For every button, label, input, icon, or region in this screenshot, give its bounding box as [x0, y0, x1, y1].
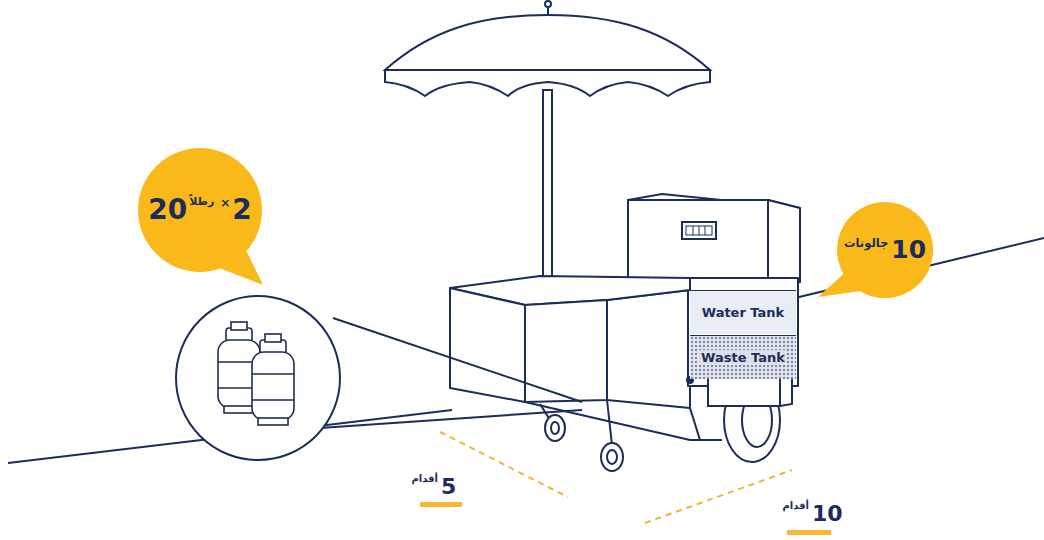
wheels — [601, 443, 623, 471]
text-row: 10جالونات — [844, 238, 926, 263]
dimension-underlines — [787, 530, 831, 535]
umbrella — [385, 15, 710, 70]
food-warmer — [768, 200, 800, 290]
tank-label: Waste Tank — [699, 350, 787, 365]
unit-text: × — [220, 197, 230, 209]
food-warmer — [705, 226, 706, 235]
dimension-underlines — [420, 502, 462, 507]
dimension-underlines — [420, 502, 831, 535]
dimension-unit: أقدام — [411, 474, 438, 484]
dimension-value: 5 — [441, 476, 456, 498]
cart-body — [607, 400, 612, 445]
clearance-lines — [440, 432, 568, 497]
umbrella — [543, 90, 552, 290]
propane-inset — [176, 296, 340, 460]
text-row: 20رطلاً ×2 — [148, 196, 252, 224]
propane-tank — [265, 334, 281, 342]
bubble-circle — [837, 202, 933, 298]
wheels — [551, 422, 559, 434]
propane-inset — [176, 296, 340, 460]
magnifier-lines — [333, 318, 582, 402]
food-warmer — [628, 194, 800, 290]
propane-tank — [252, 399, 294, 401]
callout-number: 20 — [148, 196, 187, 224]
magnifier-lines — [320, 410, 582, 428]
propane-tank — [252, 352, 294, 420]
text-row: Waste Tank — [699, 350, 787, 365]
propane-tank — [258, 418, 288, 425]
cart-body — [450, 288, 525, 402]
umbrella — [545, 1, 551, 7]
propane-tank — [252, 373, 294, 375]
wheels — [545, 368, 792, 471]
magnifier-lines — [320, 318, 582, 428]
cart-body — [690, 439, 722, 441]
unit-text: جالونات — [844, 238, 888, 250]
food-warmer — [686, 226, 712, 235]
cart-body — [690, 408, 700, 440]
dimension-value: 10 — [812, 503, 843, 525]
tank-label: Water Tank — [702, 306, 784, 319]
food-warmer — [699, 226, 700, 235]
dimension-unit: أقدام — [782, 501, 809, 511]
food-warmer — [693, 226, 694, 235]
callout-number: 10 — [891, 238, 926, 263]
callout-bubble: 20رطلاً ×2 — [138, 148, 262, 272]
callout-bubble: 10جالونات — [837, 202, 933, 298]
cart-body — [688, 278, 798, 386]
clearance-lines — [645, 470, 792, 523]
unit-text: رطلاً — [189, 196, 214, 207]
cart-body — [607, 290, 690, 408]
callout-number: 2 — [232, 196, 251, 224]
bubble-circle — [138, 148, 262, 272]
waste-tank-panel: Waste Tank — [690, 335, 796, 379]
wheels — [545, 415, 565, 441]
food-warmer — [682, 222, 716, 239]
text-row: Water Tank — [702, 306, 784, 319]
propane-tank — [224, 406, 254, 413]
propane-tank — [252, 334, 294, 425]
water-tank-panel: Water Tank — [690, 290, 796, 334]
propane-tank — [231, 322, 247, 330]
wheels — [607, 450, 617, 464]
